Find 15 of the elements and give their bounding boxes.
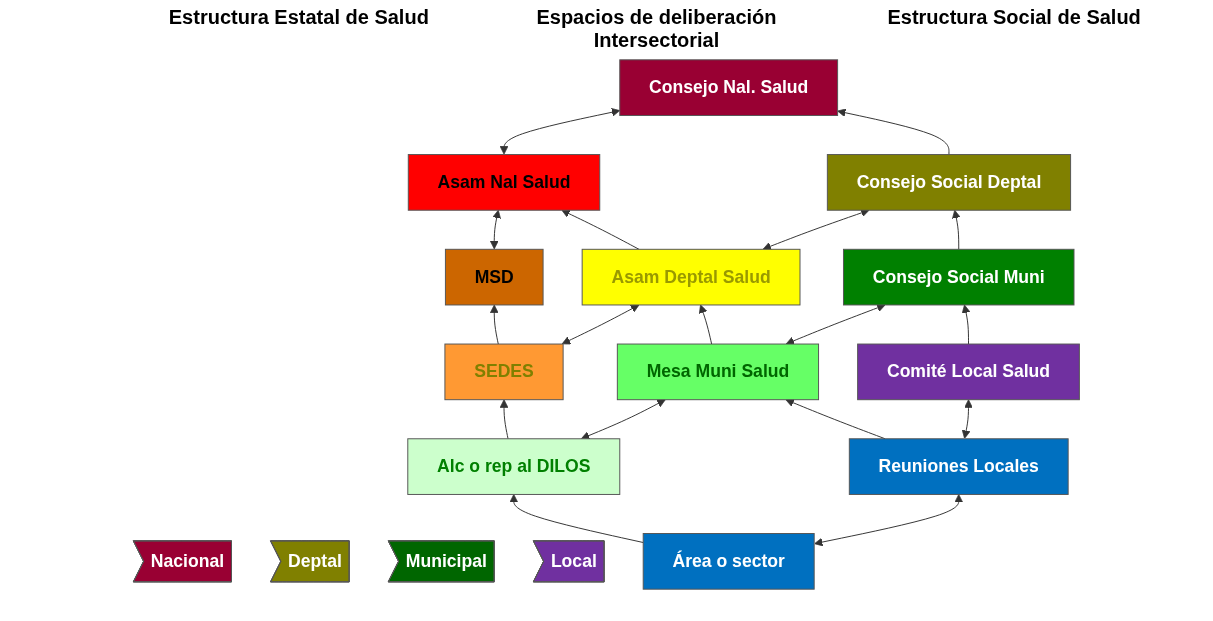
node-box: SEDES xyxy=(444,343,564,401)
node-box: Consejo Nal. Salud xyxy=(619,59,839,116)
node-box: Consejo Social Muni xyxy=(843,248,1075,306)
node-box: Comité Local Salud xyxy=(857,343,1081,401)
node-box: Asam Nal Salud xyxy=(407,154,601,211)
node-box: Asam Deptal Salud xyxy=(581,248,801,306)
node-box: Reuniones Locales xyxy=(849,438,1069,495)
column-heading: Espacios de deliberación Intersectorial xyxy=(535,6,778,52)
column-heading: Estructura Social de Salud xyxy=(886,6,1142,30)
node-box: Consejo Social Deptal xyxy=(827,154,1072,211)
node-box: Alc o rep al DILOS xyxy=(407,438,621,495)
node-box: Mesa Muni Salud xyxy=(617,343,820,401)
node-box: Área o sector xyxy=(642,533,815,590)
column-heading: Estructura Estatal de Salud xyxy=(167,6,430,30)
node-box: MSD xyxy=(445,248,544,306)
